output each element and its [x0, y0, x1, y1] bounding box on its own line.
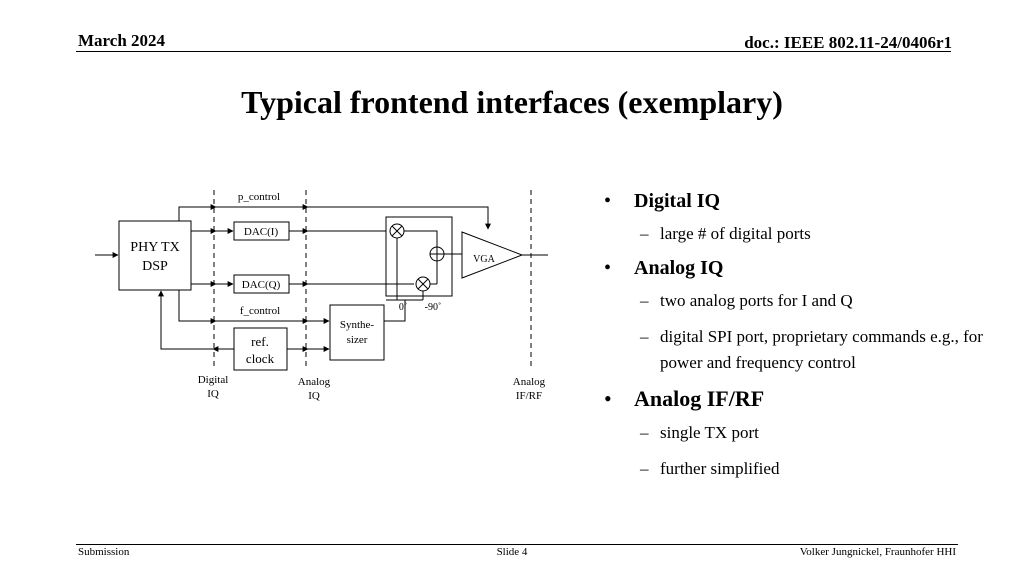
analog-rf-label-line1: Analog: [513, 376, 546, 388]
analog-iq-label-line1: Analog: [298, 376, 331, 388]
sub-bullet-digital-ports: large # of digital ports: [600, 221, 1000, 247]
synth-label-line2: sizer: [347, 334, 368, 346]
ref-clock-label-line1: ref.: [251, 334, 269, 349]
bullet-list: Digital IQ large # of digital ports Anal…: [600, 190, 1000, 492]
ref-to-phy-line: [158, 290, 234, 350]
phase-90-label: -90˚: [425, 302, 442, 313]
f-control-label: f_control: [240, 305, 280, 317]
synth-label-line1: Synthe-: [340, 319, 375, 331]
dac-i-label: DAC(I): [244, 226, 279, 238]
header-doc-id: doc.: IEEE 802.11-24/0406r1: [744, 33, 952, 52]
vga-amplifier: [461, 231, 524, 279]
footer-submission: Submission: [78, 546, 130, 558]
iq-modulator-frame: [385, 216, 453, 297]
bullet-analog-iq: Analog IQ: [600, 257, 1000, 280]
ref-clock-label-line2: clock: [246, 351, 275, 366]
sub-bullet-analog-ports: two analog ports for I and Q: [600, 288, 1000, 314]
bullet-digital-iq: Digital IQ: [600, 190, 1000, 213]
synth-to-mixers: [384, 299, 406, 322]
digital-iq-label-line1: Digital: [198, 374, 229, 386]
phy-tx-dsp-block: [118, 220, 192, 291]
footer-rule: [76, 544, 958, 545]
p-control-line: [178, 206, 491, 230]
bullet-analog-if-rf: Analog IF/RF: [600, 386, 1000, 412]
phase-0-label: 0˚: [399, 302, 407, 313]
slide-title: Typical frontend interfaces (exemplary): [241, 84, 783, 120]
header-date: March 2024: [78, 31, 166, 50]
footer-slide-number: Slide 4: [496, 546, 528, 558]
footer-author: Volker Jungnickel, Fraunhofer HHI: [799, 546, 956, 558]
synthesizer-block: [329, 304, 385, 361]
p-control-label: p_control: [238, 191, 280, 203]
sub-bullet-simplified: further simplified: [600, 456, 1000, 482]
vga-label: VGA: [473, 254, 495, 265]
dac-q-label: DAC(Q): [242, 279, 281, 291]
sub-bullet-spi-port: digital SPI port, proprietary commands e…: [600, 324, 1000, 376]
sub-bullet-single-tx: single TX port: [600, 420, 1000, 446]
header-rule: [76, 51, 951, 52]
phy-label-line2: DSP: [142, 259, 168, 274]
mixer-i-to-summer: [404, 230, 438, 247]
phy-label-line1: PHY TX: [130, 240, 179, 255]
analog-rf-label-line2: IF/RF: [516, 390, 542, 402]
analog-iq-label-line2: IQ: [308, 390, 320, 402]
digital-iq-label-line2: IQ: [207, 388, 219, 400]
